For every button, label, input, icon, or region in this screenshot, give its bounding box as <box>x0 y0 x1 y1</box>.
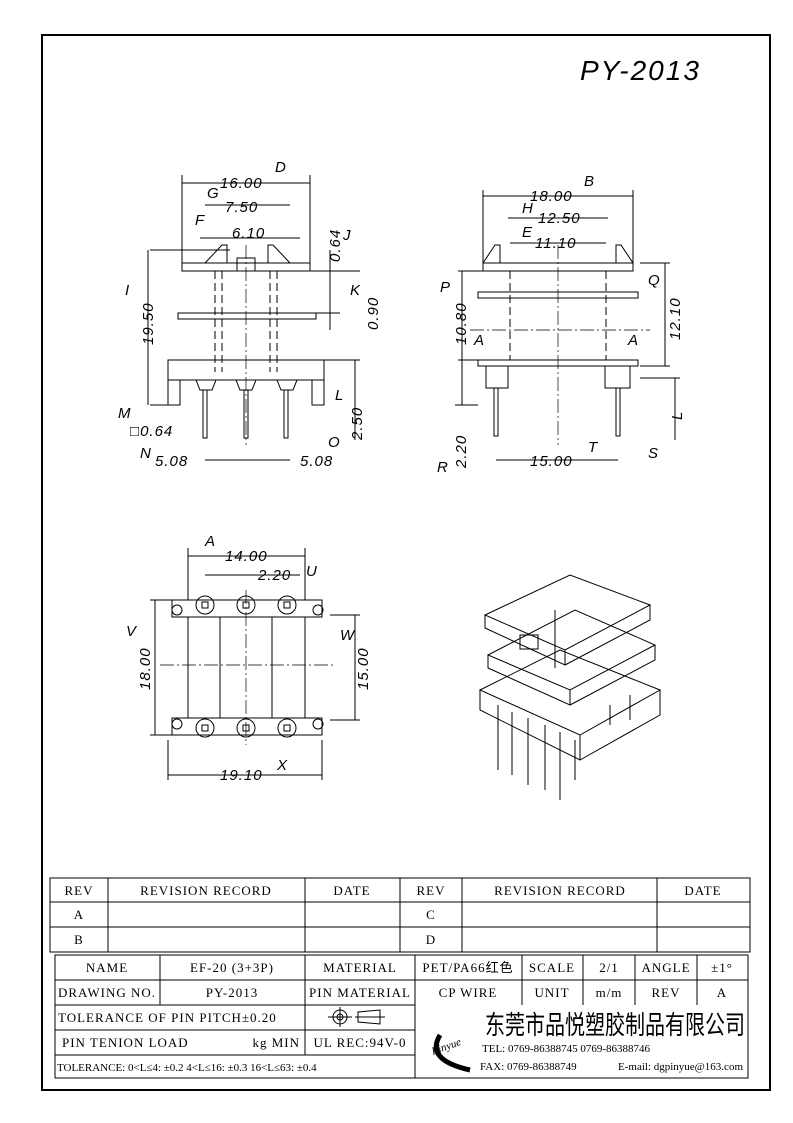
projection-symbol-icon <box>328 1007 385 1027</box>
dim-f: 6.10 <box>232 225 265 242</box>
title-block: NAME EF-20 (3+3P) MATERIAL PET/PA66红色 SC… <box>54 954 749 1079</box>
svg-text:MATERIAL: MATERIAL <box>323 960 397 975</box>
svg-text:2/1: 2/1 <box>599 960 619 975</box>
dim-a: 14.00 <box>225 548 268 565</box>
svg-text:U: U <box>306 563 318 580</box>
svg-text:NAME: NAME <box>86 960 128 975</box>
revision-table: REV REVISION RECORD DATE REV REVISION RE… <box>49 877 751 953</box>
svg-text:J: J <box>342 227 352 244</box>
svg-text:E-mail: dgpinyue@163.com: E-mail: dgpinyue@163.com <box>618 1061 743 1073</box>
svg-text:PY-2013: PY-2013 <box>206 985 259 1000</box>
dim-n: 5.08 <box>155 453 188 470</box>
pinyue-logo: Pinyue <box>429 1033 471 1073</box>
dim-u: 2.20 <box>257 567 291 584</box>
dim-v: 18.00 <box>137 647 154 690</box>
svg-text:A: A <box>717 985 727 1000</box>
company-name: 东莞市品悦塑胶制品有限公司 <box>485 1011 745 1041</box>
svg-text:TOLERANCE OF PIN PITCH±0.20: TOLERANCE OF PIN PITCH±0.20 <box>58 1010 277 1025</box>
dim-q: 12.10 <box>667 297 684 340</box>
dim-x: 19.10 <box>220 767 263 784</box>
svg-text:REVISION RECORD: REVISION RECORD <box>140 883 272 898</box>
svg-text:A: A <box>204 533 216 550</box>
svg-text:FAX: 0769-86388749: FAX: 0769-86388749 <box>480 1061 577 1073</box>
svg-text:ANGLE: ANGLE <box>641 960 690 975</box>
svg-text:I: I <box>125 282 130 299</box>
svg-text:S: S <box>648 445 659 462</box>
svg-text:SCALE: SCALE <box>529 960 575 975</box>
dim-i: 19.50 <box>140 302 157 345</box>
svg-text:D: D <box>275 159 287 176</box>
dim-e: 11.10 <box>535 235 576 252</box>
dim-o: 5.08 <box>300 453 333 470</box>
svg-text:DATE: DATE <box>333 883 370 898</box>
svg-text:Q: Q <box>648 272 661 289</box>
dim-r: 2.20 <box>453 435 470 469</box>
svg-text:O: O <box>328 434 341 451</box>
svg-text:UNIT: UNIT <box>534 985 569 1000</box>
dim-h: 12.50 <box>538 210 581 227</box>
svg-text:G: G <box>207 185 220 202</box>
svg-text:UL REC:94V-0: UL REC:94V-0 <box>313 1035 406 1050</box>
svg-text:M: M <box>118 405 132 422</box>
svg-text:L: L <box>335 387 344 404</box>
svg-text:REV: REV <box>417 883 446 898</box>
svg-text:D: D <box>426 932 436 947</box>
svg-text:B: B <box>74 932 84 947</box>
svg-text:P: P <box>440 279 451 296</box>
svg-text:N: N <box>140 445 152 462</box>
side-view: 18.00 12.50 11.10 10.80 12.10 2.20 15.00… <box>437 173 686 476</box>
svg-text:Pinyue: Pinyue <box>429 1036 463 1058</box>
svg-text:PIN MATERIAL: PIN MATERIAL <box>309 985 411 1000</box>
dim-b: 18.00 <box>530 188 573 205</box>
front-view: 16.00 7.50 6.10 0.64 0.90 19.50 2.50 □0.… <box>118 159 382 470</box>
svg-text:±1°: ±1° <box>711 960 733 975</box>
svg-text:REV: REV <box>65 883 94 898</box>
svg-text:REVISION RECORD: REVISION RECORD <box>494 883 626 898</box>
svg-text:E: E <box>522 224 533 241</box>
svg-text:DATE: DATE <box>684 883 721 898</box>
drawing-title: PY-2013 <box>580 55 701 86</box>
svg-text:R: R <box>437 459 449 476</box>
svg-text:DRAWING NO.: DRAWING NO. <box>58 985 156 1000</box>
dim-g: 7.50 <box>225 199 258 216</box>
section-a-right: A <box>627 332 639 349</box>
dim-l: 2.50 <box>349 407 366 441</box>
bottom-view: 14.00 2.20 18.00 15.00 19.10 A U V W X <box>126 533 372 784</box>
svg-text:X: X <box>276 757 288 774</box>
svg-text:TEL: 0769-86388745 0769-86: TEL: 0769-86388745 0769-86388746 <box>482 1043 651 1055</box>
sheet-border <box>41 34 771 1091</box>
dim-s: L <box>669 411 686 420</box>
svg-text:PIN TENION LOAD: PIN TENION LOAD <box>62 1035 189 1050</box>
dim-m: □0.64 <box>130 423 173 440</box>
dim-t: 15.00 <box>530 453 573 470</box>
section-a-left: A <box>473 332 485 349</box>
svg-text:C: C <box>426 907 436 922</box>
dim-j: 0.64 <box>327 229 344 262</box>
svg-text:A: A <box>74 907 84 922</box>
svg-text:F: F <box>195 212 205 229</box>
svg-text:B: B <box>584 173 595 190</box>
svg-text:CP WIRE: CP WIRE <box>439 985 498 1000</box>
svg-text:m/m: m/m <box>596 985 623 1000</box>
isometric-view <box>478 574 662 800</box>
svg-text:kg MIN: kg MIN <box>252 1035 300 1050</box>
dim-p: 10.80 <box>453 302 470 345</box>
svg-text:TOLERANCE: 0<L≤4: ±0.2 4<L≤1: TOLERANCE: 0<L≤4: ±0.2 4<L≤16: ±0.3 16<L… <box>57 1062 317 1074</box>
svg-text:PET/PA66红色: PET/PA66红色 <box>422 960 513 975</box>
svg-text:K: K <box>350 282 361 299</box>
svg-text:W: W <box>340 627 356 644</box>
svg-text:H: H <box>522 200 534 217</box>
svg-text:REV: REV <box>652 985 681 1000</box>
svg-text:V: V <box>126 623 138 640</box>
dim-k: 0.90 <box>365 297 382 330</box>
svg-text:EF-20 (3+3P): EF-20 (3+3P) <box>190 960 274 975</box>
svg-text:T: T <box>588 439 599 456</box>
dim-d: 16.00 <box>220 175 263 192</box>
dim-w: 15.00 <box>355 647 372 690</box>
